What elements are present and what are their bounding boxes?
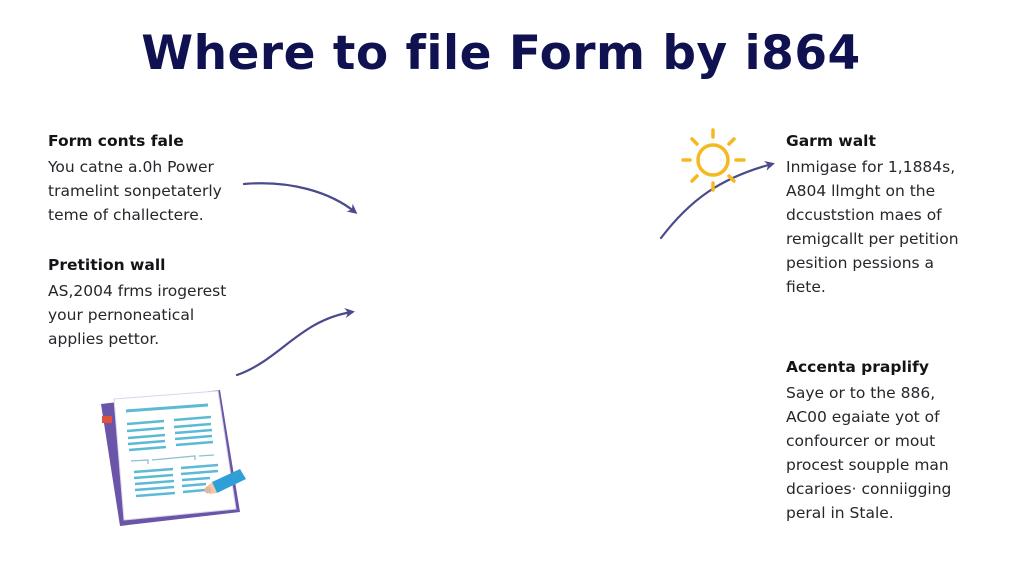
block-text-line: dcarioes· conniigging	[786, 480, 952, 498]
block-heading: Garm walt	[786, 132, 876, 150]
block-text-line: A804 llmght on the	[786, 182, 936, 200]
page-title: Where to file Form by i864	[141, 26, 861, 81]
block-heading: Form conts fale	[48, 132, 184, 150]
curved-arrow-icon	[235, 308, 355, 377]
block-text-line: peral in Stale.	[786, 504, 894, 522]
block-text-line: remigcallt per petition	[786, 230, 959, 248]
pencil-icon	[204, 469, 246, 494]
block-text-line: AC00 egaiate yot of	[786, 408, 940, 426]
block-text-line: AS,2004 frms irogerest	[48, 282, 227, 300]
info-block-form-contents: Form conts fale You catne a.0h Power tra…	[48, 131, 222, 227]
curved-arrow-icon	[242, 182, 358, 214]
block-text-line: teme of challectere.	[48, 206, 204, 224]
sun-icon	[681, 128, 746, 192]
block-heading: Pretition wall	[48, 256, 166, 274]
block-text-line: confourcer or mout	[786, 432, 936, 450]
block-heading: Accenta praplify	[786, 358, 929, 376]
block-text-line: You catne a.0h Power	[48, 158, 214, 176]
block-text-line: applies pettor.	[48, 330, 160, 348]
block-text-line: tramelint sonpetaterly	[48, 182, 222, 200]
block-text-line: procest soupple man	[786, 456, 949, 474]
curved-arrow-icon	[659, 160, 775, 240]
info-block-petition: Pretition wall AS,2004 frms irogerest yo…	[48, 255, 226, 351]
document-form-icon	[101, 390, 240, 526]
block-text-line: Inmigase for 1,1884s,	[786, 158, 956, 176]
block-text-line: pesition pessions a	[786, 254, 935, 272]
block-text-line: your pernoneatical	[48, 306, 195, 324]
info-block-accenta: Accenta praplify Saye or to the 886, AC0…	[786, 357, 951, 525]
block-text-line: fiete.	[786, 278, 826, 296]
info-block-garm: Garm walt Inmigase for 1,1884s, A804 llm…	[786, 131, 959, 299]
block-text-line: dccuststion maes of	[786, 206, 942, 224]
block-text-line: Saye or to the 886,	[786, 384, 936, 402]
